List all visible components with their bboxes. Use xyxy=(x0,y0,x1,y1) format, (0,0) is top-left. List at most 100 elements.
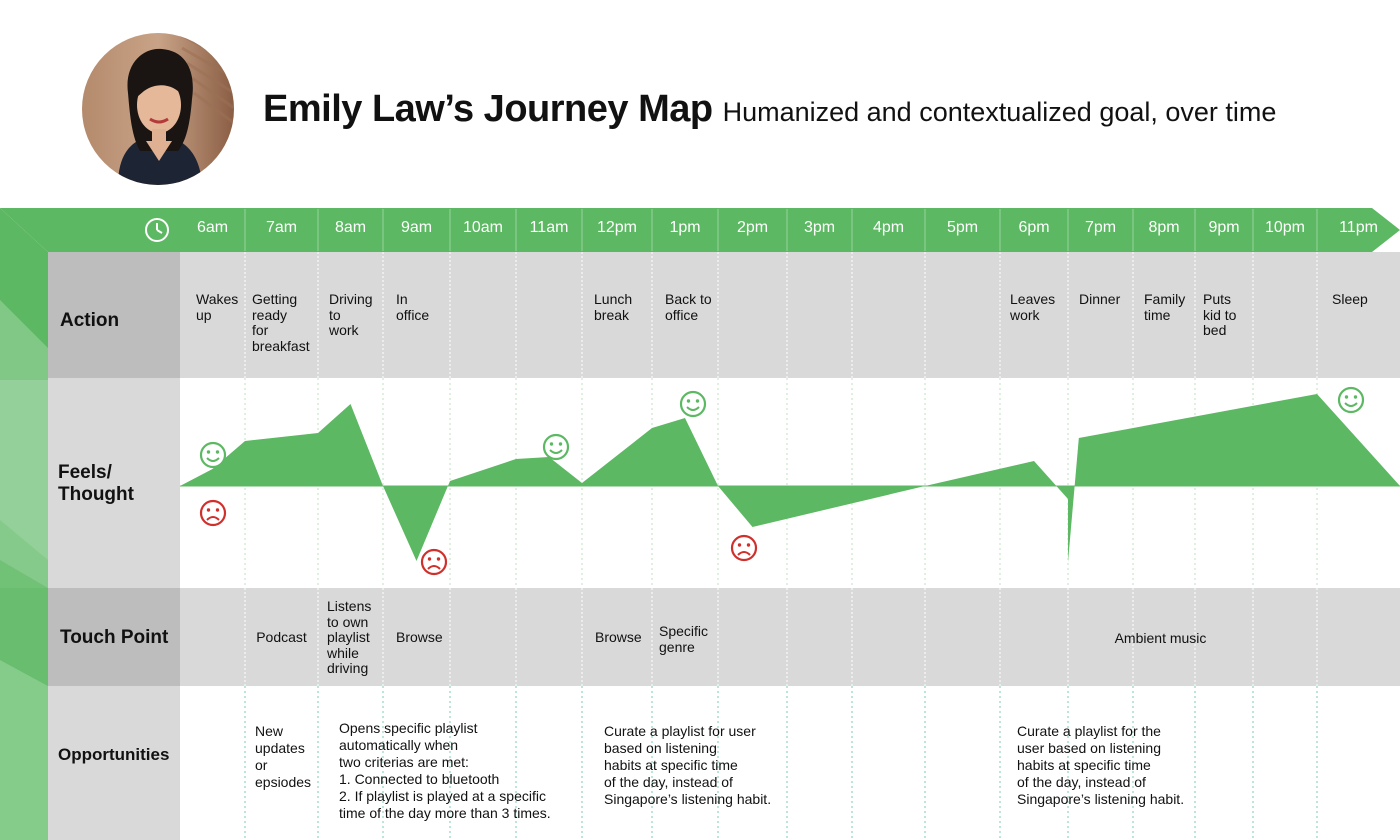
opportunity-cell-line: New xyxy=(255,723,284,739)
page-subtitle: Humanized and contextualized goal, over … xyxy=(722,97,1277,127)
touch-point-cell-line: Podcast xyxy=(256,629,307,645)
action-band xyxy=(48,252,1400,378)
opportunity-cell-line: Curate a playlist for the xyxy=(1017,723,1161,739)
action-cell-line: kid to xyxy=(1203,306,1237,323)
opportunity-cell-line: habits at specific time xyxy=(604,757,738,773)
time-label-11am: 11am xyxy=(529,219,569,236)
time-label-8pm: 8pm xyxy=(1148,219,1180,236)
time-label-3pm: 3pm xyxy=(803,219,836,236)
timeline-bar xyxy=(0,208,1400,252)
row-label-action: Action xyxy=(60,310,120,331)
touch-band xyxy=(48,588,1400,686)
time-label-10pm: 10pm xyxy=(1264,219,1306,236)
touch-point-cell-7am: Podcast xyxy=(245,629,318,646)
left-ribbon-touch xyxy=(0,560,48,686)
opportunity-cell-line: user based on listening xyxy=(1017,740,1161,756)
action-cell-line: bed xyxy=(1203,322,1227,338)
touch-point-cell-line: Specific xyxy=(659,623,709,639)
opportunity-cell-line: 2. If playlist is played at a specific xyxy=(339,788,546,804)
time-label-2pm: 2pm xyxy=(736,219,769,236)
opportunity-cell-line: Singapore’s listening habit. xyxy=(1017,791,1185,807)
feels-label-band xyxy=(48,378,180,588)
touch-point-cell-line: Ambient music xyxy=(1114,630,1207,646)
frown-icon xyxy=(199,499,227,527)
opportunity-cell-line: epsiodes xyxy=(255,774,312,790)
time-label-7am: 7am xyxy=(265,219,298,236)
action-cell-line: Family xyxy=(1144,291,1186,307)
action-cell-line: Leaves xyxy=(1010,291,1056,307)
left-ribbon-feels xyxy=(0,380,48,588)
touch-point-cell-line: playlist xyxy=(327,629,370,645)
action-cell-7pm: Dinner xyxy=(1079,291,1121,308)
action-cell-line: In xyxy=(396,291,408,307)
time-label-7pm: 7pm xyxy=(1084,219,1117,236)
smiley-icon xyxy=(542,433,570,461)
journey-map-heading: Emily Law’s Journey Map Humanized and con… xyxy=(263,88,1276,131)
action-label-band xyxy=(48,252,180,378)
row-label-opportunities: Opportunities xyxy=(58,745,170,764)
smiley-icon xyxy=(199,441,227,469)
smiley-icon xyxy=(1337,386,1365,414)
opportunity-cell-line: or xyxy=(255,757,268,773)
row-label-touch-point: Touch Point xyxy=(60,627,169,648)
opps-label-band xyxy=(48,686,180,840)
time-label-11pm: 11pm xyxy=(1339,219,1378,236)
action-cell-line: breakfast xyxy=(252,337,310,354)
touch-point-cell-line: driving xyxy=(327,660,369,676)
row-label-feels-line2: Thought xyxy=(58,484,134,505)
persona-avatar xyxy=(82,33,234,185)
action-cell-11pm: Sleep xyxy=(1332,291,1368,308)
action-cell-line: work xyxy=(329,322,359,338)
time-label-9pm: 9pm xyxy=(1208,219,1240,236)
time-label-1pm: 1pm xyxy=(669,219,701,236)
time-label-5pm: 5pm xyxy=(946,219,979,236)
time-label-4pm: 4pm xyxy=(872,219,905,236)
action-cell-line: Dinner xyxy=(1079,291,1121,307)
touch-point-cell-12pm: Browse xyxy=(595,629,642,646)
touch-label-band xyxy=(48,588,180,686)
touch-point-cell-7pm-9pm: Ambient music xyxy=(1068,630,1253,647)
row-label-feels-line1: Feels/ xyxy=(58,462,112,483)
time-label-6am: 6am xyxy=(196,219,229,236)
opportunity-cell-line: Opens specific playlist xyxy=(339,720,478,736)
action-cell-line: Lunch xyxy=(594,291,633,307)
action-cell-line: up xyxy=(196,306,212,323)
opportunity-cell-line: two criterias are met: xyxy=(339,754,469,770)
action-cell-line: office xyxy=(396,306,430,323)
feeling-area xyxy=(180,394,1400,562)
action-cell-line: time xyxy=(1144,306,1171,323)
smiley-icon xyxy=(679,390,707,418)
action-cell-line: work xyxy=(1010,306,1040,323)
opportunity-cell-line: automatically when xyxy=(339,737,459,753)
action-cell-line: Getting xyxy=(252,291,298,307)
feeling-markers xyxy=(199,386,1365,576)
page-title: Emily Law’s Journey Map xyxy=(263,88,713,130)
row-label-feels: Feels/ Thought xyxy=(58,462,134,506)
action-cell-line: to xyxy=(329,306,341,323)
action-cell-line: Back to xyxy=(665,291,712,307)
time-label-6pm: 6pm xyxy=(1018,219,1050,236)
action-cell-line: for xyxy=(252,322,269,338)
opportunity-cell-line: of the day, instead of xyxy=(1017,774,1146,790)
opportunity-cell-line: habits at specific time xyxy=(1017,757,1151,773)
column-dividers xyxy=(244,209,1318,840)
opportunity-cell-line: updates xyxy=(255,740,305,756)
frown-icon xyxy=(420,548,448,576)
opportunity-cell-line: Curate a playlist for user xyxy=(604,723,756,739)
action-cell-line: break xyxy=(594,306,630,323)
